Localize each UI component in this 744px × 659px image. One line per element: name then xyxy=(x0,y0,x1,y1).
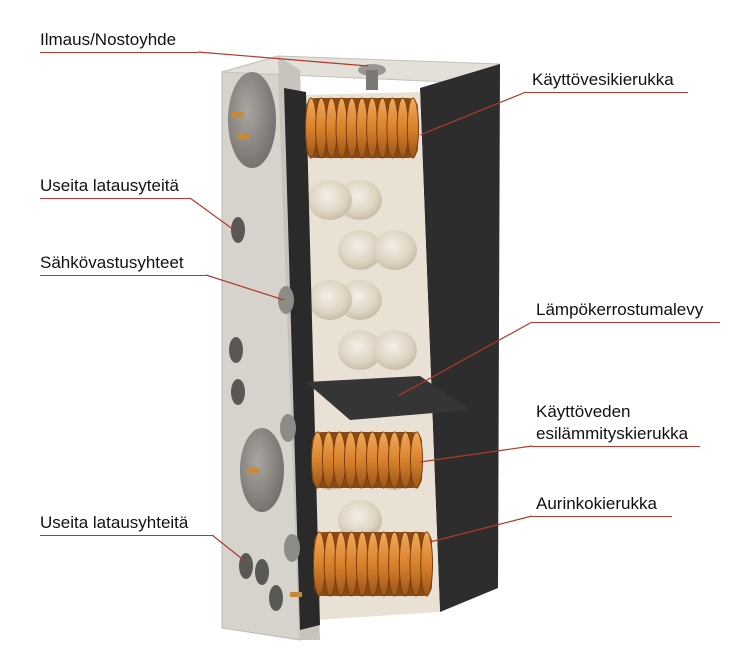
coil-turn xyxy=(345,531,358,597)
coil-turn xyxy=(325,97,338,159)
coil-turn xyxy=(312,531,326,597)
label-multiple-charging-paths: Useita latausyteitä xyxy=(40,176,179,195)
leader-line-air-vent xyxy=(197,51,369,67)
coil-turn xyxy=(398,431,413,489)
interior-dimple xyxy=(338,500,382,540)
label-electric-heater-connections: Sähkövastusyhteet xyxy=(40,253,184,272)
coil-turn xyxy=(355,97,369,159)
leader-line-charging-connections xyxy=(211,534,247,563)
stratification-plate-shape xyxy=(306,376,470,420)
connection-port xyxy=(229,337,243,363)
coil-turn xyxy=(376,97,389,159)
label-solar-coil: Aurinkokierukka xyxy=(536,494,657,513)
underline-charging-paths xyxy=(40,198,190,199)
coil-turn xyxy=(387,431,402,489)
coil-turn xyxy=(388,531,401,597)
coil-turn xyxy=(420,531,434,597)
underline-stratification xyxy=(532,322,720,323)
label-dhw-preheat-coil-line1: Käyttöveden xyxy=(536,402,631,421)
brass-fitting xyxy=(232,112,244,117)
electric-heater-port xyxy=(280,414,296,442)
coil-turn xyxy=(304,97,318,159)
leader-line-dhw-coil xyxy=(419,91,527,136)
coil-turn xyxy=(398,531,412,597)
leader-line-solar-coil xyxy=(429,515,533,543)
bottom-flange xyxy=(240,428,284,512)
coil-turn xyxy=(366,97,379,159)
coil-turn xyxy=(354,431,369,489)
interior-dimple xyxy=(373,230,417,270)
coil-turn xyxy=(365,431,380,489)
coil-turn xyxy=(406,97,420,159)
solar-coil-shape xyxy=(312,531,434,597)
brass-fitting xyxy=(248,468,260,473)
left-face-connections xyxy=(228,72,302,611)
dhw-preheat-coil-shape xyxy=(310,431,424,489)
leader-line-electric-heater xyxy=(205,274,285,301)
coil-turn xyxy=(386,97,399,159)
leader-line-stratification xyxy=(397,321,533,397)
coil-turn xyxy=(376,431,391,489)
coil-turn xyxy=(321,431,336,489)
tank-left-insulation xyxy=(284,88,320,630)
underline-charging-connections xyxy=(40,535,212,536)
electric-heater-port xyxy=(278,286,294,314)
leader-line-charging-paths xyxy=(189,197,235,231)
interior-dimple xyxy=(308,280,352,320)
interior-dimple xyxy=(308,180,352,220)
connection-port xyxy=(239,553,253,579)
brass-fitting xyxy=(238,134,250,139)
coil-turn xyxy=(335,97,348,159)
underline-air-vent xyxy=(40,52,198,53)
coil-turn xyxy=(310,431,325,489)
coil-turn xyxy=(323,531,337,597)
coil-turn xyxy=(409,531,423,597)
coil-turn xyxy=(377,531,391,597)
coil-turn xyxy=(315,97,328,159)
connection-port xyxy=(231,379,245,405)
interior-dimple xyxy=(338,230,382,270)
label-stratification-plate: Lämpökerrostumalevy xyxy=(536,300,704,319)
underline-electric-heater xyxy=(40,275,206,276)
underline-dhw-preheat xyxy=(532,446,700,447)
tank-shell xyxy=(221,55,501,641)
underline-dhw-coil xyxy=(526,92,688,93)
label-air-vent: Ilmaus/Nostoyhde xyxy=(40,30,177,49)
label-dhw-coil: Käyttövesikierukka xyxy=(532,70,674,89)
tank-right-insulation xyxy=(420,64,500,612)
label-multiple-charging-connections: Useita latausyhteitä xyxy=(40,513,189,532)
air-vent-fitting xyxy=(358,64,386,90)
interior-dimple xyxy=(373,330,417,370)
interior-dimple xyxy=(338,330,382,370)
connection-port xyxy=(269,585,283,611)
coil-turn xyxy=(332,431,347,489)
coil-turn xyxy=(343,431,358,489)
dhw-coil-shape xyxy=(304,97,420,159)
coil-turn xyxy=(366,531,380,597)
coil-turn xyxy=(396,97,409,159)
coil-turn xyxy=(355,531,369,597)
leader-lines xyxy=(189,51,533,563)
coil-turn xyxy=(345,97,358,159)
label-dhw-preheat-coil-line2: esilämmityskierukka xyxy=(536,424,689,443)
top-flange xyxy=(228,72,276,168)
connection-port xyxy=(231,217,245,243)
electric-heater-port xyxy=(284,534,300,562)
brass-fitting xyxy=(290,592,302,597)
coil-turn xyxy=(409,431,424,489)
underline-solar-coil xyxy=(532,516,672,517)
coil-turn xyxy=(334,531,348,597)
connection-port xyxy=(255,559,269,585)
leader-line-dhw-preheat xyxy=(419,445,533,463)
